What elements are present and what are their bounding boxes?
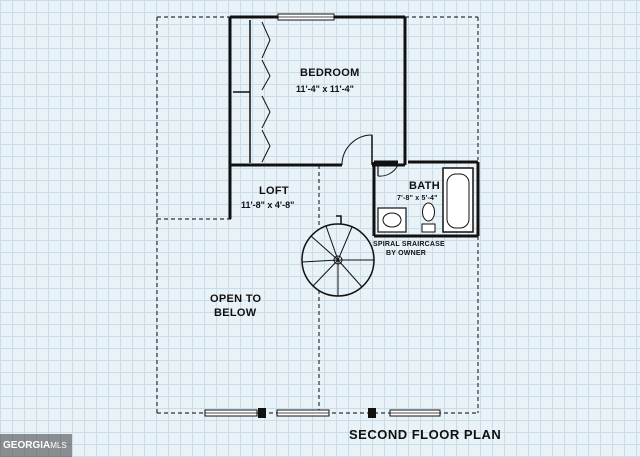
front-windows — [204, 408, 441, 418]
open-to-below-line2: BELOW — [214, 307, 257, 319]
spiral-staircase — [301, 215, 375, 297]
georgia-mls-watermark: GEORGIAMLS — [0, 434, 72, 457]
loft-label: LOFT — [259, 185, 289, 197]
bedroom-dimensions: 11'-4" x 11'-4" — [296, 84, 354, 94]
toilet — [421, 202, 436, 233]
watermark-brand: GEORGIA — [3, 440, 51, 451]
staircase-note-line2: BY OWNER — [386, 250, 426, 257]
plan-title: SECOND FLOOR PLAN — [349, 427, 502, 442]
loft-walls — [228, 162, 376, 236]
bedroom-door — [341, 134, 373, 166]
staircase-note-line1: SPIRAL SRAIRCASE — [373, 241, 445, 248]
vanity-sink — [377, 207, 407, 233]
bathtub — [442, 167, 474, 233]
bath-dimensions: 7'-8" x 5'-4" — [397, 195, 438, 202]
loft-dimensions: 11'-8" x 4'-8" — [241, 200, 295, 210]
bath-door — [377, 164, 399, 177]
open-to-below-line1: OPEN TO — [210, 293, 262, 305]
bedroom-label: BEDROOM — [300, 67, 360, 79]
bath-walls — [374, 160, 480, 238]
bath-label: BATH — [409, 180, 440, 192]
closet — [233, 20, 271, 163]
watermark-brand-suffix: MLS — [50, 441, 67, 450]
